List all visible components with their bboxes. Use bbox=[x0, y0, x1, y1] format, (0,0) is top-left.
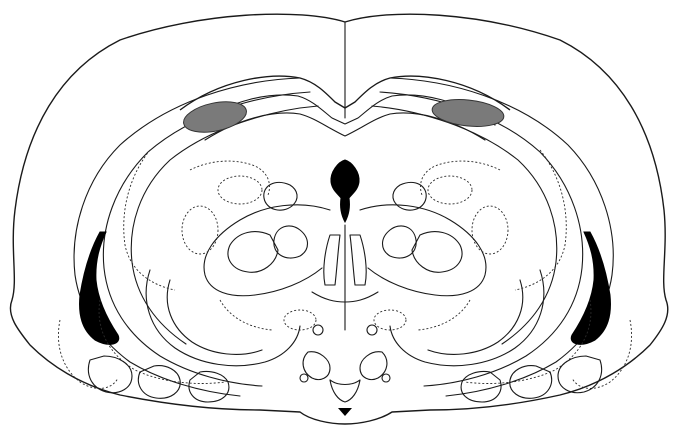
right-thalamus-outline bbox=[360, 205, 486, 296]
right-dotted-boundary-1 bbox=[515, 150, 566, 290]
left-dotted-nucleus-b bbox=[182, 206, 218, 254]
left-lobe-a bbox=[228, 232, 278, 273]
left-lower-curl-inner bbox=[167, 280, 262, 354]
left-dotted-nucleus-a bbox=[218, 176, 262, 204]
third-ventricle-black bbox=[331, 160, 359, 222]
right-lobe-b bbox=[383, 226, 417, 258]
bottom-black-triangle bbox=[338, 408, 352, 416]
right-lower-curl-inner bbox=[428, 280, 523, 354]
right-lateral-ventricle bbox=[571, 232, 610, 344]
left-inner-contour-2 bbox=[103, 92, 310, 386]
right-dotted-nucleus-b bbox=[472, 206, 508, 254]
right-bottom-lobe-1 bbox=[558, 356, 602, 393]
ventral-small-right bbox=[382, 374, 390, 382]
right-bottom-lobe-2 bbox=[510, 366, 552, 399]
left-dotted-boundary-3 bbox=[190, 161, 269, 195]
left-lobe-b bbox=[274, 226, 308, 258]
ventral-circle-left bbox=[313, 325, 323, 335]
ventral-circle-right bbox=[367, 325, 377, 335]
right-dotted-boundary-5 bbox=[418, 300, 470, 330]
right-dotted-nucleus-a bbox=[428, 176, 472, 204]
right-inner-contour-3 bbox=[372, 106, 557, 344]
right-gray-region bbox=[431, 96, 505, 129]
central-finger-left bbox=[324, 235, 340, 285]
left-inner-contour-3 bbox=[131, 106, 318, 344]
central-finger-right bbox=[350, 235, 366, 285]
outer-brain-outline bbox=[10, 14, 667, 424]
ventral-center-structure bbox=[330, 380, 360, 402]
right-dotted-boundary-3 bbox=[421, 161, 500, 195]
ventral-small-left bbox=[300, 374, 308, 382]
left-dotted-boundary-5 bbox=[220, 300, 272, 330]
left-thalamus-outline bbox=[204, 205, 330, 296]
left-bottom-lobe-3 bbox=[189, 371, 229, 402]
left-lateral-ventricle bbox=[80, 232, 119, 344]
right-lobe-a bbox=[412, 232, 462, 273]
